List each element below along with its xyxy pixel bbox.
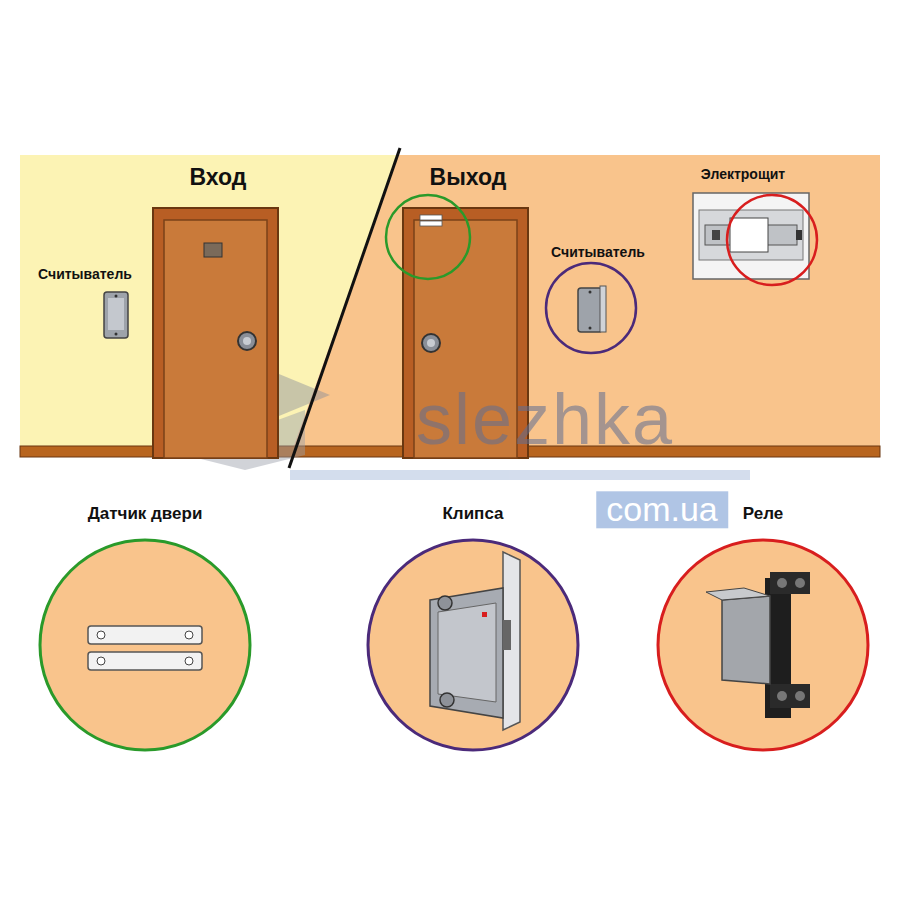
reader-label: Считыватель bbox=[38, 267, 132, 282]
circle-outline bbox=[30, 503, 260, 758]
circle-outline bbox=[648, 503, 878, 758]
circle-heading: Клипса bbox=[358, 503, 588, 525]
watermark: com.ua bbox=[596, 491, 728, 528]
electrical-panel bbox=[693, 193, 809, 279]
door-sensor-icon bbox=[88, 626, 202, 670]
panel-label: Электрощит bbox=[701, 167, 785, 182]
zone-title: Выход bbox=[430, 165, 507, 190]
feature-circle: Датчик двери bbox=[30, 503, 260, 758]
circle-ring bbox=[368, 540, 578, 750]
zone-title: Вход bbox=[190, 165, 247, 190]
sensor-highlight bbox=[386, 195, 470, 279]
watermark: slezhka bbox=[416, 380, 674, 459]
exit-reader bbox=[578, 286, 606, 332]
relay-highlight bbox=[727, 195, 817, 285]
entry-reader bbox=[104, 292, 128, 338]
circle-ring bbox=[40, 540, 250, 750]
clip-disc bbox=[368, 540, 578, 750]
reader-label: Считыватель bbox=[551, 245, 645, 260]
circle-heading: Датчик двери bbox=[30, 503, 260, 525]
circle-outline bbox=[358, 503, 588, 758]
circle-ring bbox=[658, 540, 868, 750]
divider-line bbox=[289, 148, 400, 468]
sensor-disc bbox=[40, 540, 250, 750]
reader-highlight bbox=[546, 263, 636, 353]
relay-icon bbox=[706, 572, 810, 718]
feature-circle: Клипса bbox=[358, 503, 588, 758]
feature-circle: Реле bbox=[648, 503, 878, 758]
relay-disc bbox=[658, 540, 868, 750]
clip-icon bbox=[430, 552, 520, 730]
entry-door bbox=[153, 208, 278, 458]
